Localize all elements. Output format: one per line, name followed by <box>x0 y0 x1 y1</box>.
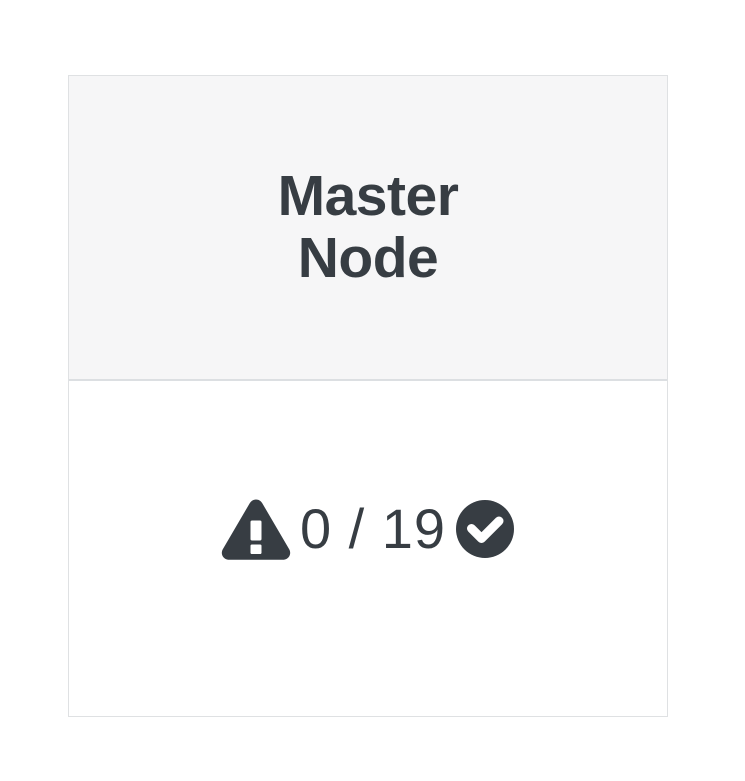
status-count-label: 0 / 19 <box>299 496 447 560</box>
check-circle-icon <box>456 499 515 558</box>
page-title: Master Node <box>277 163 459 290</box>
master-node-card[interactable]: Master Node 0 / 19 <box>68 75 668 717</box>
status-row: 0 / 19 <box>220 497 516 561</box>
card-header: Master Node <box>69 76 667 381</box>
card-body: 0 / 19 <box>69 381 667 716</box>
warning-triangle-icon <box>221 499 291 560</box>
